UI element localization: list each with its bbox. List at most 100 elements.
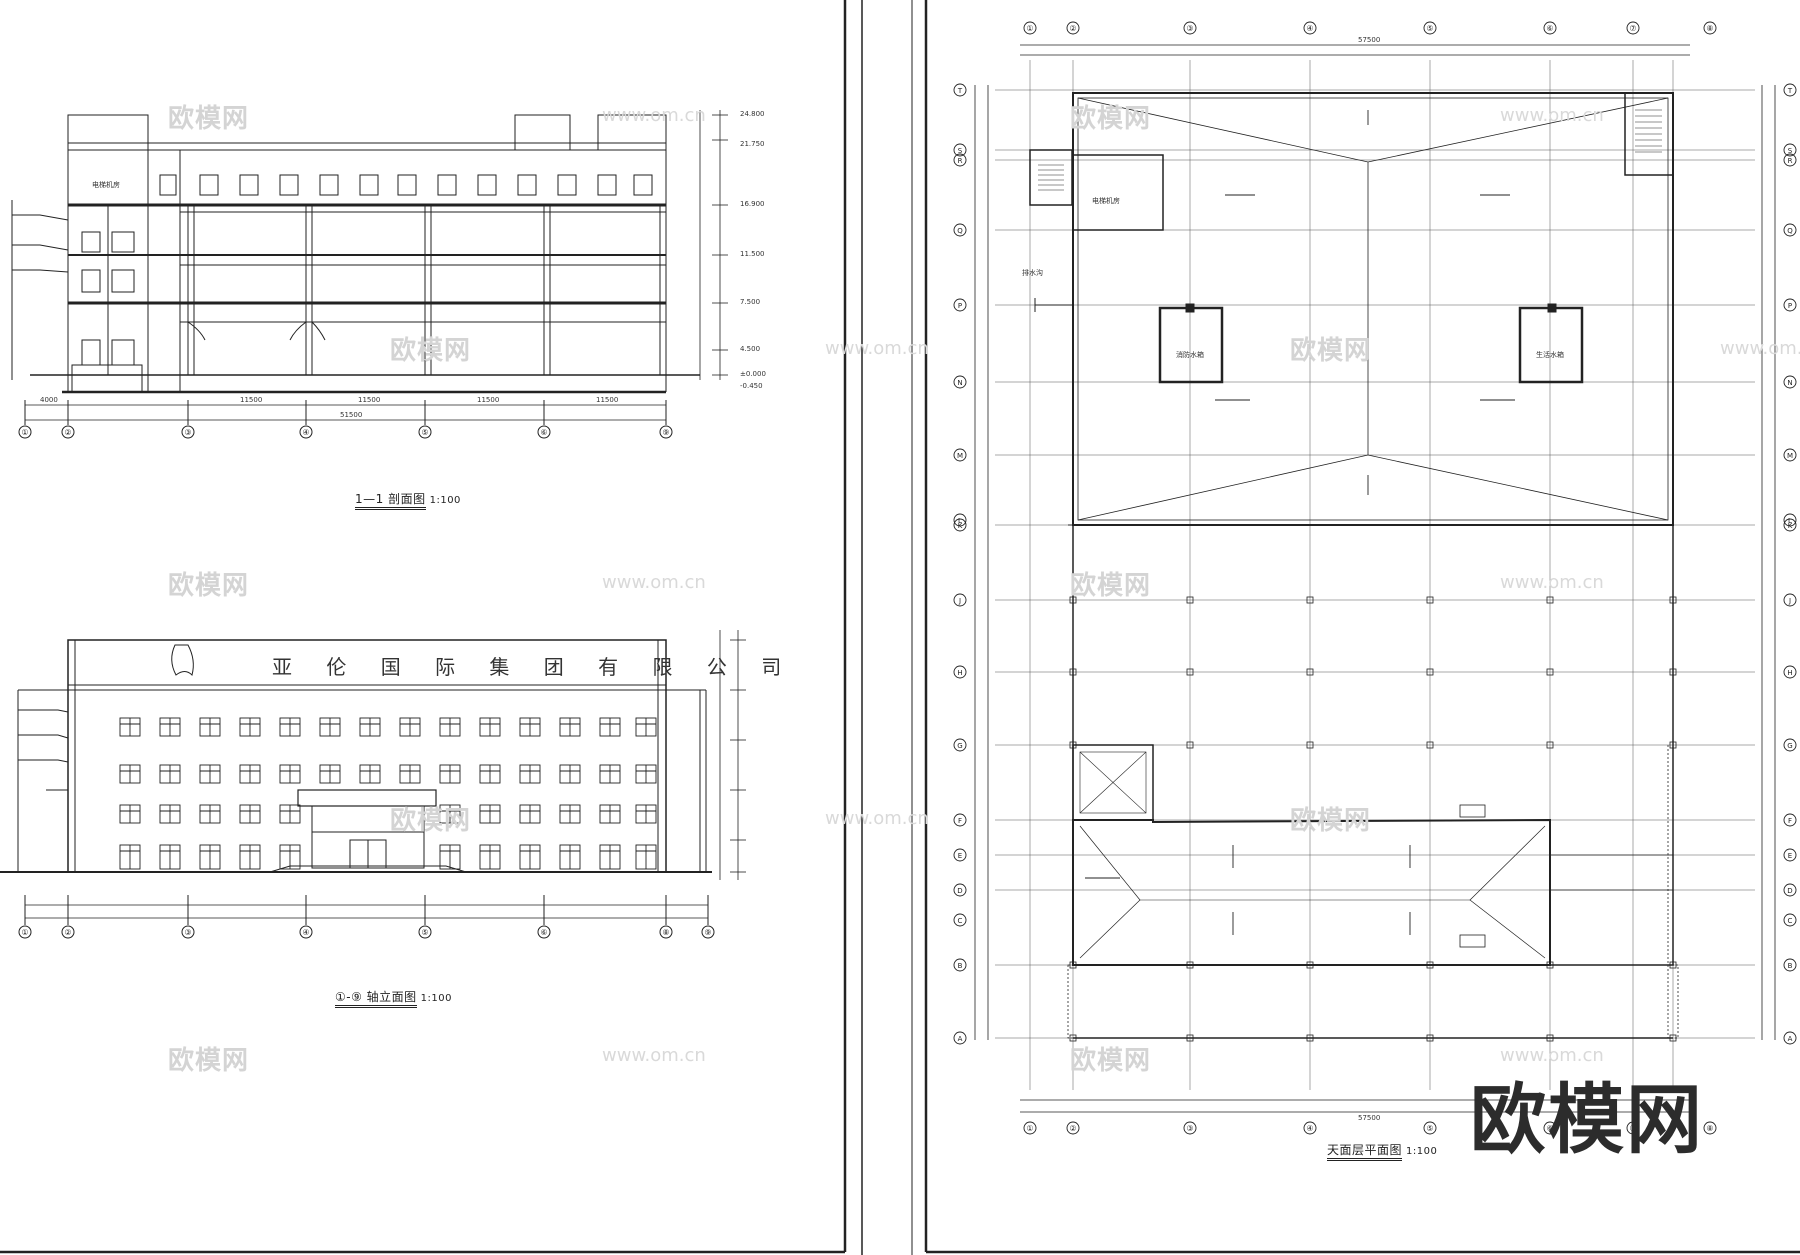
- section-level-1: 24.800: [740, 110, 765, 118]
- plan-dim-total-top: 57500: [1358, 36, 1381, 44]
- plan-axis-label-y: T: [1787, 87, 1793, 95]
- plan-axis-label-x: ①: [1026, 24, 1033, 33]
- plan-axis-label-y: M: [1787, 452, 1793, 460]
- plan-axis-bubble-side: [1783, 223, 1797, 237]
- plan-axis-label-y: B: [958, 962, 963, 970]
- watermark-url: www.om.cn: [1500, 572, 1604, 593]
- plan-axis-bubble-bottom: [1703, 1121, 1717, 1135]
- elevation-axis-label: ③: [184, 928, 191, 937]
- plan-axis-bubble-side: [1783, 518, 1797, 532]
- watermark-cn: 欧模网: [168, 1046, 250, 1076]
- plan-axis-bubble-side: [1783, 143, 1797, 157]
- plan-axis-label-y: E: [958, 852, 962, 860]
- plan-axis-label-y: P: [958, 302, 962, 310]
- plan-axis-bubble-side: [953, 143, 967, 157]
- watermark-cn: 欧模网: [1290, 806, 1372, 836]
- plan-gutter: 排水沟: [1022, 269, 1043, 277]
- plan-axis-bubble-bottom: [1423, 1121, 1437, 1135]
- plan-axis-label-y: C: [958, 917, 963, 925]
- sheet-frame-right: [861, 0, 1800, 1255]
- plan-axis-bubble-side: [1783, 153, 1797, 167]
- plan-axis-label-x: ④: [1306, 24, 1313, 33]
- plan-axis-label-y: F: [958, 817, 962, 825]
- plan-axis-bubble-bottom: [1543, 1121, 1557, 1135]
- section-dim-bay: 11500: [240, 396, 263, 404]
- plan-tank-right: 生活水箱: [1536, 351, 1564, 359]
- plan-axis-label-y: H: [1787, 669, 1792, 677]
- section-axis-label: ⑨: [662, 428, 669, 437]
- sheet-frame-left: [0, 0, 847, 1254]
- plan-axis-label-y: P: [1788, 302, 1792, 310]
- plan-axis-bubble-side: [953, 913, 967, 927]
- plan-axis-bubble-side: [953, 375, 967, 389]
- plan-axis-bubble-bottom: [1303, 1121, 1317, 1135]
- plan-axis-label-y: T: [957, 87, 963, 95]
- plan-axis-bubble-side: [1783, 813, 1797, 827]
- watermark-cn: 欧模网: [1070, 1046, 1152, 1076]
- section-axis-label: ④: [302, 428, 309, 437]
- plan-axis-bubble-side: [1783, 883, 1797, 897]
- section-room-label: 电梯机房: [92, 181, 120, 189]
- plan-axis-label-x: ⑦: [1629, 24, 1636, 33]
- watermark-url: www.om.cn: [825, 338, 929, 359]
- plan-axis-label-y: S: [958, 147, 963, 155]
- section-level-6: 4.500: [740, 345, 761, 353]
- plan-axis-label-y: G: [1787, 742, 1792, 750]
- elevation-axis-label: ①: [21, 928, 28, 937]
- section-axis-label: ⑥: [540, 428, 547, 437]
- plan-elevator-room: 电梯机房: [1092, 197, 1120, 205]
- plan-axis-label-y: Q: [957, 227, 963, 235]
- plan-axis-bubble-bottom: [1066, 1121, 1080, 1135]
- watermark-cn: 欧模网: [390, 336, 472, 366]
- elevation-axis-label: ⑧: [662, 928, 669, 937]
- plan-axis-label-x: ②: [1069, 1124, 1076, 1133]
- plan-axis-label-x: ⑥: [1546, 24, 1553, 33]
- plan-axis-label-y: A: [1788, 1035, 1793, 1043]
- plan-axis-bubble-top: [1023, 21, 1037, 35]
- section-level-7: ±0.000: [740, 370, 766, 378]
- plan-axis-bubble-bottom: [1023, 1121, 1037, 1135]
- section-level-4: 11.500: [740, 250, 765, 258]
- watermark-cn: 欧模网: [1070, 104, 1152, 134]
- plan-axis-bubble-side: [953, 813, 967, 827]
- elevation-scale: 1:100: [420, 993, 452, 1004]
- plan-axis-bubble-side: [953, 665, 967, 679]
- company-sign: 亚 伦 国 际 集 团 有 限 公 司: [272, 655, 796, 679]
- plan-axis-label-x: ③: [1186, 1124, 1193, 1133]
- plan-axis-label-y: D: [1787, 887, 1792, 895]
- plan-axis-bubble-top: [1066, 21, 1080, 35]
- plan-axis-bubble-top: [1303, 21, 1317, 35]
- plan-axis-bubble-top: [1183, 21, 1197, 35]
- plan-axis-bubble-top: [1703, 21, 1717, 35]
- plan-axis-label-y: L: [958, 517, 962, 525]
- plan-axis-label-y: R: [958, 157, 963, 165]
- watermark-url: www.om.cn: [1500, 1045, 1604, 1066]
- plan-axis-label-x: ⑥: [1546, 1124, 1553, 1133]
- plan-axis-label-y: M: [957, 452, 963, 460]
- plan-dim-total-bottom: 57500: [1358, 1114, 1381, 1122]
- plan-axis-label-y: A: [958, 1035, 963, 1043]
- plan-axis-label-y: S: [1788, 147, 1793, 155]
- elevation-axis-label: ⑨: [704, 928, 711, 937]
- plan-axis-bubble-side: [953, 1031, 967, 1045]
- plan-axis-bubble-side: [953, 513, 967, 527]
- plan-axis-label-y: J: [958, 597, 961, 605]
- plan-axis-bubble-side: [1783, 738, 1797, 752]
- plan-axis-label-x: ⑤: [1426, 24, 1433, 33]
- plan-axis-label-y: N: [957, 379, 962, 387]
- plan-axis-label-y: H: [957, 669, 962, 677]
- watermark-url: www.om.cn: [1720, 338, 1800, 359]
- plan-axis-label-y: N: [1787, 379, 1792, 387]
- plan-axis-bubble-bottom: [1183, 1121, 1197, 1135]
- plan-axis-bubble-side: [1783, 513, 1797, 527]
- section-level-3: 16.900: [740, 200, 765, 208]
- watermark-cn: 欧模网: [1070, 571, 1152, 601]
- plan-tank-left: 消防水箱: [1176, 351, 1204, 359]
- section-scale: 1:100: [429, 495, 461, 506]
- plan-axis-bubble-side: [1783, 1031, 1797, 1045]
- plan-axis-bubble-side: [953, 223, 967, 237]
- section-dim-bay: 11500: [477, 396, 500, 404]
